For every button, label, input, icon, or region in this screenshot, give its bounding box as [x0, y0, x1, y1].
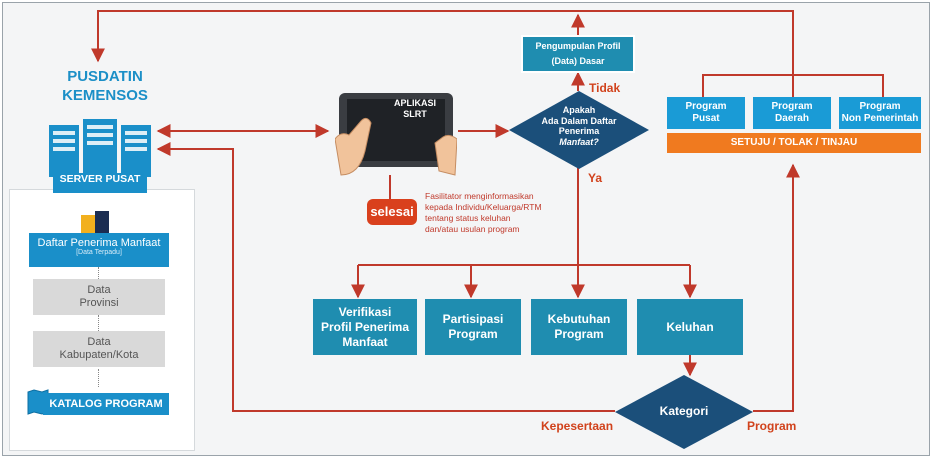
selesai-button: selesai	[367, 199, 417, 225]
pusdatin-line2: KEMENSOS	[62, 87, 148, 104]
server-icon	[47, 117, 153, 195]
program-non-pemerintah-box: Program Non Pemerintah	[839, 97, 921, 129]
pusdatin-title: PUSDATIN KEMENSOS	[55, 67, 155, 105]
tablet-line2: SLRT	[403, 109, 427, 119]
kepesertaan-label: Kepesertaan	[541, 419, 614, 433]
program-line2: Non Pemerintah	[841, 113, 919, 124]
top-loop-arrow	[91, 10, 794, 81]
decision-line3: Penerima	[558, 126, 600, 136]
box-line: Program	[448, 327, 498, 341]
decision-diamond	[509, 91, 649, 169]
kategori-diamond	[615, 375, 753, 449]
pengumpulan-line2: (Data) Dasar	[551, 56, 605, 66]
program-line1: Program	[771, 101, 813, 112]
box-line: Kebutuhan	[547, 312, 611, 326]
kabkota-line1: Data	[87, 336, 111, 348]
program-label: Program	[747, 419, 797, 433]
kabkota-line2: Kabupaten/Kota	[59, 349, 139, 361]
tablet-line1: APLIKASI	[393, 98, 436, 108]
box-line: Partisipasi	[442, 312, 504, 326]
program-line2: Daerah	[775, 113, 809, 124]
tidak-label: Tidak	[589, 81, 621, 95]
pusdatin-line1: PUSDATIN	[67, 68, 143, 85]
connector-dots	[98, 315, 99, 331]
tablet-label: APLIKASI SLRT	[383, 98, 447, 120]
program-daerah-box: Program Daerah	[753, 97, 831, 129]
pengumpulan-line1: Pengumpulan Profil	[535, 41, 621, 51]
daftar-main: Daftar Penerima Manfaat	[37, 237, 161, 249]
note-line: Fasilitator menginformasikan	[425, 191, 534, 201]
keluhan-box: Keluhan	[637, 299, 743, 355]
connector-dots	[98, 369, 99, 387]
decision-line4: Manfaat?	[559, 136, 599, 147]
box-line: Keluhan	[666, 319, 714, 334]
connector-dots	[98, 267, 99, 279]
note-line: kepada Individu/Keluarga/RTM	[425, 202, 542, 212]
kategori-text: Kategori	[659, 404, 709, 418]
daftar-penerima-box: Daftar Penerima Manfaat [Data Terpadu]	[29, 233, 169, 267]
selesai-connector	[389, 175, 391, 199]
note-line: dan/atau usulan program	[425, 224, 520, 234]
box-line: Manfaat	[342, 334, 388, 349]
tablet-app-icon	[334, 91, 458, 177]
box-line: Program	[554, 327, 604, 341]
program-line2: Pusat	[692, 113, 720, 124]
decision-line1: Apakah	[562, 105, 596, 115]
data-stack-icon	[81, 211, 111, 233]
pengumpulan-profil-box: Pengumpulan Profil (Data) Dasar	[521, 35, 635, 73]
fasilitator-note: Fasilitator menginformasikan kepada Indi…	[425, 191, 575, 235]
server-label: SERVER PUSAT	[59, 173, 141, 185]
box-line: Profil Penerima	[320, 319, 410, 334]
provinsi-line2: Provinsi	[79, 297, 119, 309]
program-line1: Program	[859, 101, 901, 112]
daftar-sub: [Data Terpadu]	[76, 249, 122, 256]
program-line1: Program	[685, 101, 727, 112]
kepesertaan-arrow	[156, 142, 615, 412]
program-arrow	[753, 163, 800, 412]
decision-text: Apakah Ada Dalam Daftar Penerima Manfaat…	[533, 105, 625, 147]
provinsi-line1: Data	[87, 284, 111, 296]
decision-line2: Ada Dalam Daftar	[541, 115, 617, 126]
data-provinsi-box: Data Provinsi	[33, 279, 165, 315]
program-bracket	[702, 74, 884, 97]
setuju-tolak-tinjau-bar: SETUJU / TOLAK / TINJAU	[667, 133, 921, 153]
note-line: tentang status keluhan	[425, 213, 511, 223]
verifikasi-profil-box: Verifikasi Profil Penerima Manfaat	[313, 299, 417, 355]
box-line: Verifikasi	[338, 304, 392, 319]
data-kabkota-box: Data Kabupaten/Kota	[33, 331, 165, 367]
ya-label: Ya	[588, 171, 603, 185]
katalog-program-box: KATALOG PROGRAM	[43, 393, 169, 415]
program-pusat-box: Program Pusat	[667, 97, 745, 129]
partisipasi-program-box: Partisipasi Program	[425, 299, 521, 355]
kebutuhan-program-box: Kebutuhan Program	[531, 299, 627, 355]
connector-lines	[91, 10, 884, 412]
